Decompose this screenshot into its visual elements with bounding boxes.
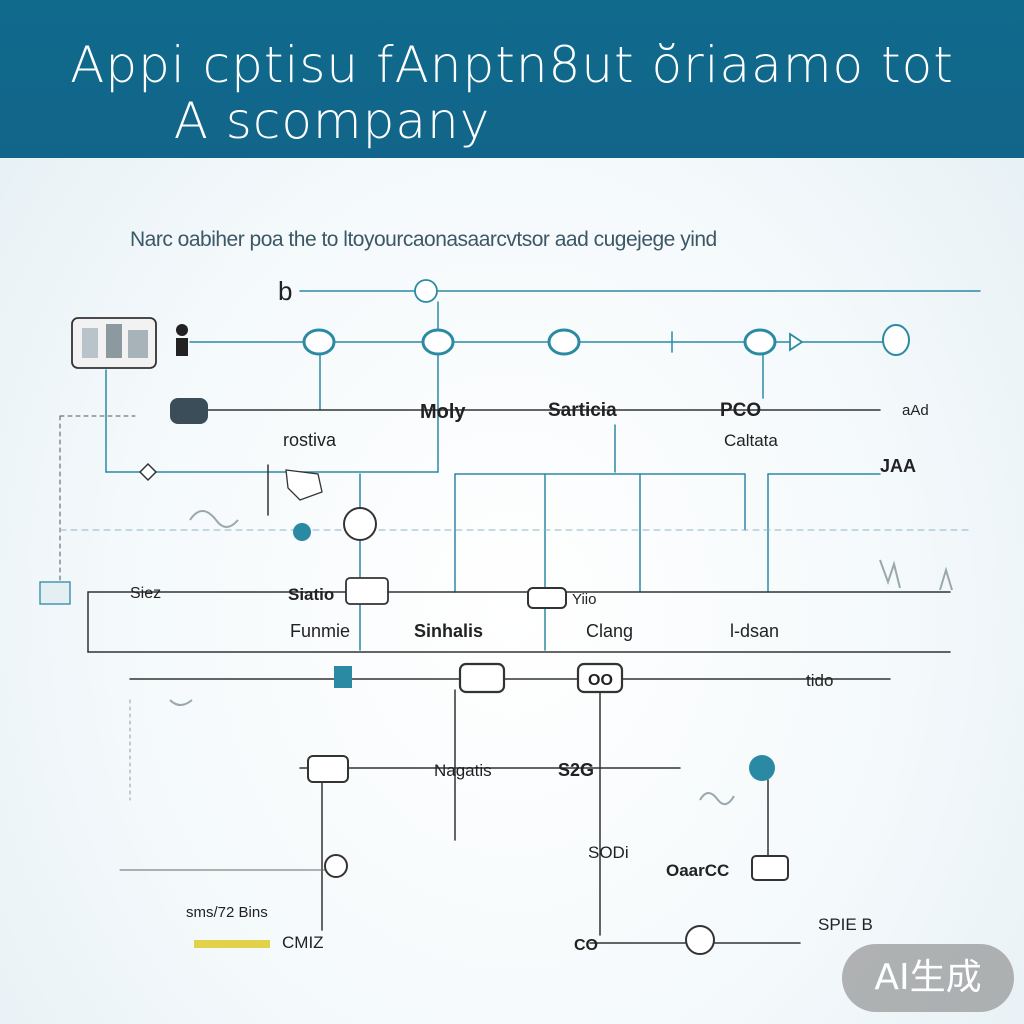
target-icon — [324, 854, 348, 878]
decorative-marks — [169, 510, 953, 806]
building-icon — [128, 330, 148, 358]
label-jaa[interactable]: JAA — [880, 456, 916, 476]
circle-nodes — [302, 279, 910, 356]
label-caltata[interactable]: Caltata — [724, 431, 778, 450]
card-icon — [345, 577, 389, 605]
card-icon — [751, 855, 789, 881]
page-title-line-2: A scompany — [173, 92, 491, 150]
label-pco[interactable]: PCO — [720, 400, 761, 421]
gear-icon — [343, 507, 377, 541]
label-funmie[interactable]: Funmie — [290, 621, 350, 641]
globe-icon — [749, 755, 775, 781]
sketch-mark — [169, 699, 193, 706]
label-moly[interactable]: Moly — [420, 401, 466, 423]
node-circle[interactable] — [743, 328, 777, 356]
label-speb: SPIE B — [818, 915, 873, 934]
node-circle[interactable] — [547, 328, 581, 356]
folder-icon — [334, 666, 352, 688]
label-sinhalis[interactable]: Sinhalis — [414, 621, 483, 641]
label-sodi[interactable]: SODi — [588, 843, 629, 862]
building-icon — [82, 328, 98, 358]
label-nagatis[interactable]: Nagatis — [434, 761, 492, 780]
label-tido: tido — [806, 671, 833, 690]
label-aad: aAd — [902, 402, 929, 419]
label-siatio[interactable]: Siatio — [288, 585, 334, 604]
label-yiio: Yiio — [572, 591, 596, 608]
person-icon — [176, 338, 188, 356]
connector-lines — [59, 290, 981, 944]
chat-icon — [170, 398, 208, 424]
icon-boxes — [39, 317, 789, 955]
card-icon — [527, 587, 567, 609]
label-clang[interactable]: Clang — [586, 621, 633, 641]
label-oaarcc[interactable]: OaarCC — [666, 861, 729, 880]
folder-icon — [39, 581, 71, 605]
node-circle[interactable] — [414, 279, 438, 303]
ai-generated-badge: AI生成 — [842, 944, 1014, 1012]
sketch-mark — [939, 566, 953, 591]
oo-box[interactable] — [576, 662, 624, 694]
clock-icon — [685, 925, 715, 955]
node-circle[interactable] — [882, 324, 910, 356]
diagram-subtitle: Narc oabiher poa the to ltoyourcaonasaar… — [130, 228, 717, 251]
header-banner: Appi cptisu fAnptn8ut ŏriaamo tot A scom… — [0, 0, 1024, 158]
progress-strip — [194, 940, 270, 948]
label-ldsan[interactable]: l-dsan — [730, 621, 779, 641]
node-circle[interactable] — [302, 328, 336, 356]
document-icon — [285, 469, 323, 501]
label-s2g[interactable]: S2G — [558, 760, 594, 780]
arrow-icon — [789, 332, 804, 352]
label-b: b — [278, 276, 292, 306]
page-title-line-1: Appi cptisu fAnptn8ut ŏriaamo tot — [70, 36, 954, 94]
label-oo[interactable]: OO — [588, 672, 613, 689]
card-icon — [307, 755, 349, 783]
node-circle[interactable] — [421, 328, 455, 356]
label-sms: sms/72 Bins — [186, 904, 268, 921]
label-sarticia[interactable]: Sarticia — [548, 400, 617, 421]
building-icon — [106, 324, 122, 358]
person-icon — [176, 324, 188, 336]
sketch-mark — [879, 559, 901, 589]
network-icon — [293, 523, 311, 541]
node-labels: b Moly Sarticia PCO aAd rostiva Caltata … — [130, 276, 929, 954]
diamond-icon — [138, 462, 158, 482]
label-siez: Siez — [130, 585, 161, 602]
label-co[interactable]: CO — [574, 937, 598, 954]
label-rostiva[interactable]: rostiva — [283, 430, 337, 450]
card-icon — [458, 662, 506, 694]
sketch-mark — [699, 792, 735, 806]
sketch-mark — [189, 510, 239, 528]
label-cmiz: CMIZ — [282, 933, 324, 952]
